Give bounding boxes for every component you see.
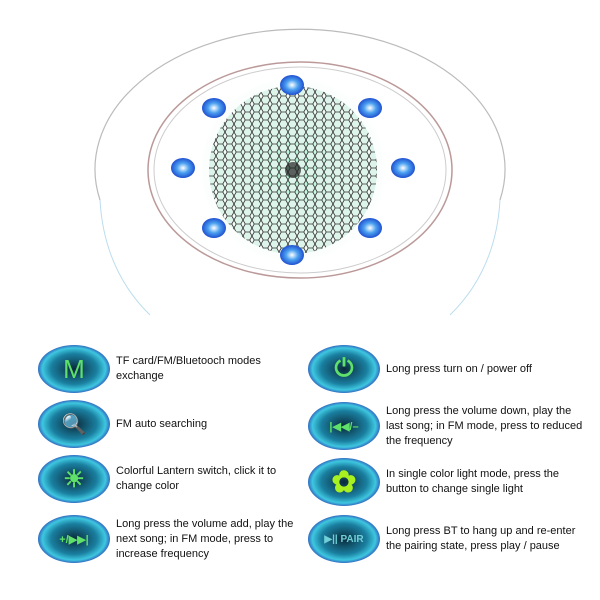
legend-text: In single color light mode, press the bu…: [386, 468, 560, 495]
legend-item-pair: ▶|| PAIR Long press BT to hang up and re…: [308, 515, 586, 563]
legend-item-single-light: ✿ In single color light mode, press the …: [308, 458, 586, 506]
legend-item-mode: M TF card/FM/Bluetooch modes exchange: [38, 345, 298, 393]
search-icon: 🔍: [38, 400, 110, 448]
play-pause-pair-icon: ▶|| PAIR: [308, 515, 380, 563]
mode-icon: M: [38, 345, 110, 393]
ring-buttons: [171, 75, 415, 265]
power-icon: ⏻: [308, 345, 380, 393]
legend-text: Long press turn on / power off: [386, 362, 532, 375]
outer-ring: [94, 28, 506, 201]
legend-item-lantern: ☀ Colorful Lantern switch, click it to c…: [38, 455, 298, 503]
legend-text: FM auto searching: [116, 417, 208, 430]
legend-item-search: 🔍 FM auto searching: [38, 400, 298, 448]
legend-item-volume-down: |◀◀/– Long press the volume down, play t…: [308, 402, 586, 450]
volume-up-next-icon: +/▶▶|: [38, 515, 110, 563]
speaker-top-diagram: [94, 28, 506, 316]
legend-item-volume-up: +/▶▶| Long press the volume add, play th…: [38, 515, 298, 563]
legend-item-power: ⏻ Long press turn on / power off: [308, 345, 586, 393]
legend-text: Long press the volume down, play the las…: [386, 404, 583, 447]
inner-ring: [147, 61, 453, 279]
flower-icon: ✿: [308, 458, 380, 506]
sun-icon: ☀: [38, 455, 110, 503]
legend-text: Long press the volume add, play the next…: [116, 517, 294, 560]
legend-text: TF card/FM/Bluetooch modes exchange: [116, 355, 261, 382]
legend-text: Colorful Lantern switch, click it to cha…: [116, 465, 277, 492]
volume-down-prev-icon: |◀◀/–: [308, 402, 380, 450]
legend-text: Long press BT to hang up and re-enter th…: [386, 525, 576, 552]
